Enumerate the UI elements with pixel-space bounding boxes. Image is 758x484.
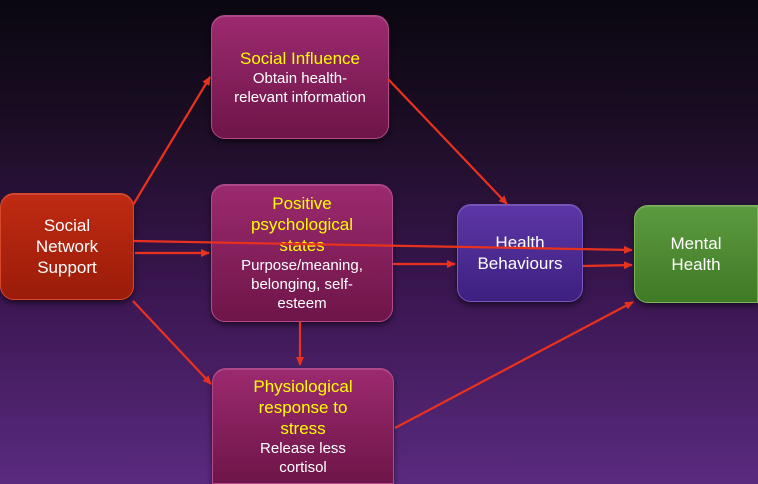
arrow-health-behaviours-to-mental-health xyxy=(582,261,633,270)
node-subtitle-line: Purpose/meaning, xyxy=(241,257,363,274)
node-subtitle-line: relevant information xyxy=(234,88,366,106)
node-subtitle-line: belonging, self- xyxy=(251,276,353,293)
arrow-support-to-social-influence xyxy=(132,76,211,206)
node-subtitle-line: Release less xyxy=(260,439,346,457)
node-label-line: Network xyxy=(35,237,99,256)
node-health-behaviours: Health Behaviours xyxy=(457,204,583,302)
node-social-influence: Social Influence Obtain health- relevant… xyxy=(211,15,389,139)
node-title-line: states xyxy=(279,236,325,255)
node-label-line: Health xyxy=(671,255,721,274)
node-label-line: Health xyxy=(495,233,545,252)
node-positive-psychological-states: Positive psychological states Purpose/me… xyxy=(211,184,393,322)
arrow-social-influence-to-health-behaviours xyxy=(387,78,508,205)
node-title: Social Influence xyxy=(239,48,361,68)
node-title-line: stress xyxy=(280,418,326,438)
node-label-line: Support xyxy=(37,258,97,277)
node-social-network-support: Social Network Support xyxy=(0,193,134,300)
node-title-line: Physiological xyxy=(253,376,353,396)
node-label-line: Behaviours xyxy=(477,254,563,273)
node-title-line: psychological xyxy=(250,215,354,234)
node-subtitle-line: esteem xyxy=(277,295,327,312)
node-title-line: Positive xyxy=(272,194,332,213)
node-mental-health: Mental Health xyxy=(634,205,758,303)
node-label-line: Social xyxy=(43,216,91,235)
node-subtitle-line: Obtain health- xyxy=(252,69,348,87)
arrow-support-to-physiological xyxy=(132,300,212,385)
node-label-line: Mental xyxy=(670,234,722,253)
node-subtitle-line: cortisol xyxy=(279,458,327,476)
arrow-physiological-to-mental-health xyxy=(394,301,634,429)
node-title-line: response to xyxy=(258,397,348,417)
node-physiological-response: Physiological response to stress Release… xyxy=(212,368,394,484)
